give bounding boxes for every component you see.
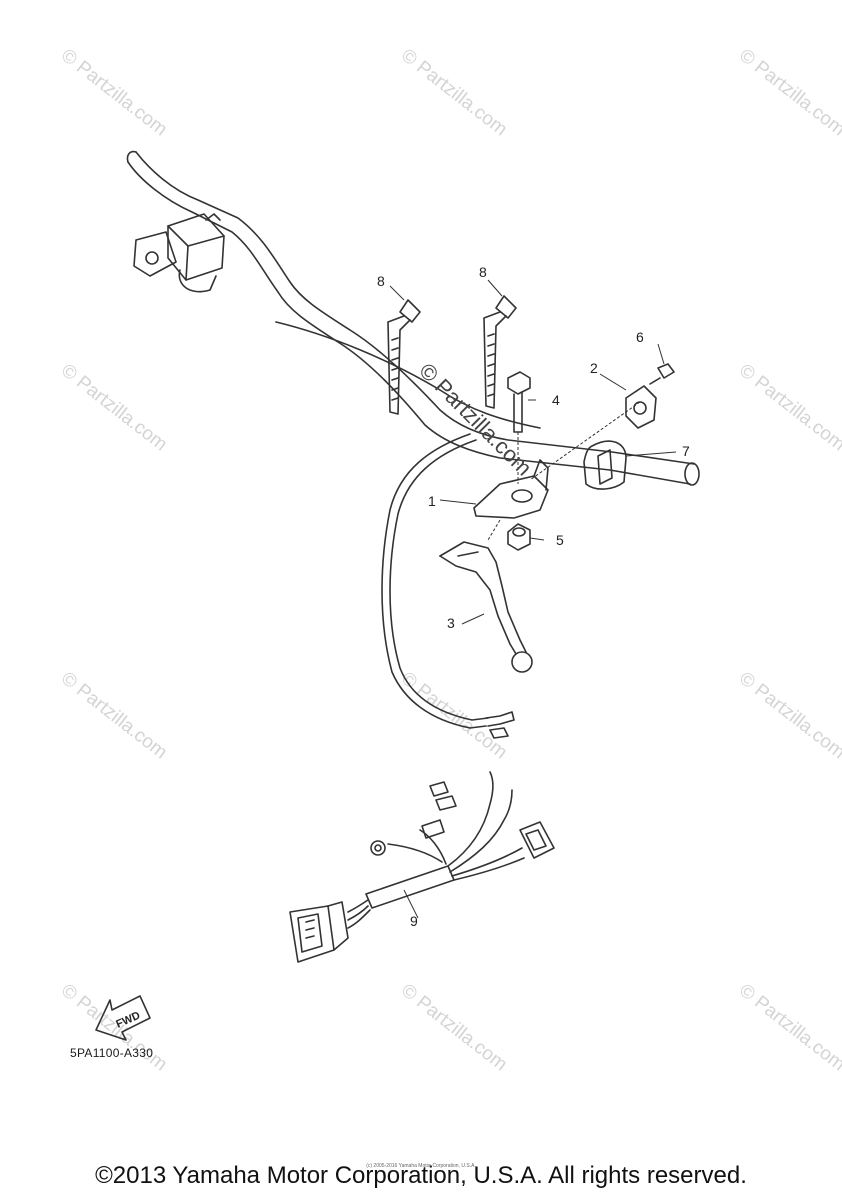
callout-8a: 8 xyxy=(377,273,385,289)
switch-7 xyxy=(583,440,627,490)
cable-tie-8b xyxy=(483,295,517,409)
cable-tie-8a xyxy=(387,299,421,415)
handlebar xyxy=(126,150,700,486)
lever-holder-1 xyxy=(473,459,549,519)
nut-5 xyxy=(507,523,531,551)
fwd-label: FWD xyxy=(114,1010,142,1031)
callout-6: 6 xyxy=(636,329,644,345)
screw-6 xyxy=(649,363,675,385)
bracket-2 xyxy=(625,385,657,429)
callout-3: 3 xyxy=(447,615,455,631)
callout-2: 2 xyxy=(590,360,598,376)
callout-7: 7 xyxy=(682,443,690,459)
lever-3 xyxy=(439,541,533,673)
left-clamp xyxy=(133,213,225,293)
copyright-notice: ©2013 Yamaha Motor Corporation, U.S.A. A… xyxy=(95,1162,747,1189)
leader-lines xyxy=(389,279,677,919)
callouts: 8 8 6 2 4 7 1 5 3 9 FWD xyxy=(114,264,690,1031)
callout-5: 5 xyxy=(556,532,564,548)
callout-8b: 8 xyxy=(479,264,487,280)
small-copyright: (c) 2005-2016 Yamaha Motor Corporation, … xyxy=(366,1163,476,1169)
clutch-cable xyxy=(381,433,515,739)
callout-1: 1 xyxy=(428,493,436,509)
callout-9: 9 xyxy=(410,913,418,929)
bolt-4 xyxy=(507,371,531,433)
fwd-arrow-icon xyxy=(95,995,151,1041)
document-code: 5PA1100-A330 xyxy=(70,1046,154,1060)
callout-4: 4 xyxy=(552,392,560,408)
wire-harness-9 xyxy=(289,771,555,963)
